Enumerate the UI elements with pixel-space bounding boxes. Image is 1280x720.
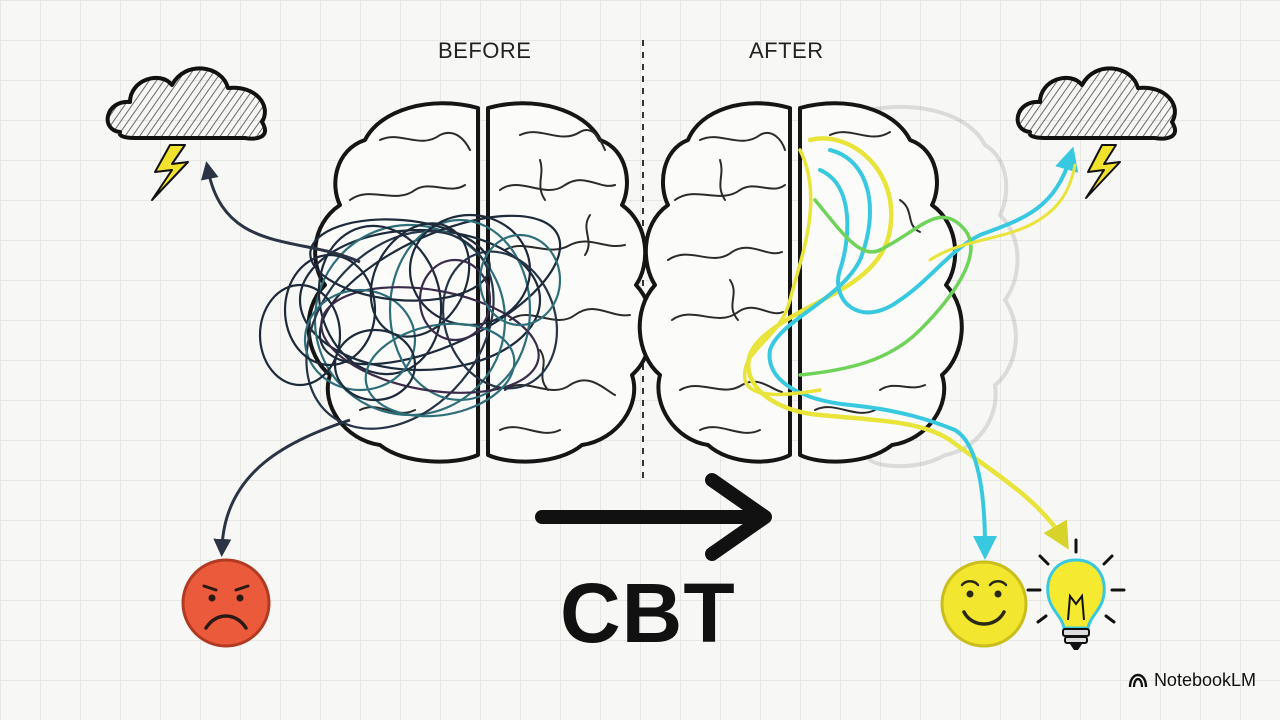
storm-cloud-icon <box>108 68 265 200</box>
sad-face-icon <box>183 560 269 646</box>
after-brain <box>640 103 962 461</box>
right-arrow-icon <box>542 480 765 554</box>
after-label: AFTER <box>749 38 824 64</box>
lightbulb-icon <box>1028 540 1124 650</box>
storm-cloud-icon <box>1018 68 1175 198</box>
brand-name: NotebookLM <box>1154 670 1256 691</box>
happy-face-icon <box>942 562 1026 646</box>
brand-watermark: NotebookLM <box>1128 670 1256 691</box>
before-label: BEFORE <box>438 38 531 64</box>
cbt-title: CBT <box>560 565 736 662</box>
arrow-to-sad-face <box>222 420 350 548</box>
notebooklm-logo-icon <box>1128 673 1148 689</box>
